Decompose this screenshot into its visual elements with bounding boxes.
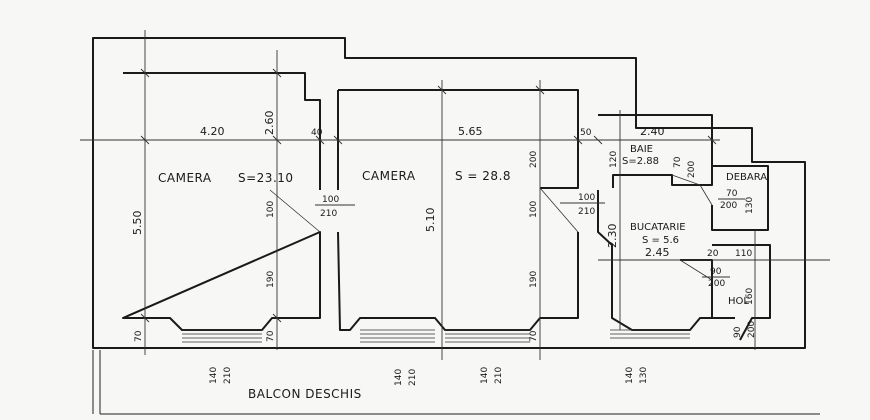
- dimension-ticks: [140, 68, 717, 323]
- svg-text:200: 200: [747, 321, 757, 338]
- dim-w565: 5.65: [458, 125, 483, 138]
- svg-text:100: 100: [322, 195, 339, 205]
- camera1-name: CAMERA: [158, 171, 212, 185]
- debara-door-swing: [699, 184, 713, 206]
- svg-text:210: 210: [320, 209, 337, 219]
- bucatarie-name: BUCATARIE: [630, 222, 686, 233]
- svg-text:100: 100: [578, 193, 595, 203]
- window1-fraction: 140 210: [209, 367, 233, 384]
- window2-sill: [360, 329, 435, 343]
- bucatarie-area: S = 5.6: [642, 235, 679, 246]
- dim-w110: 110: [735, 249, 752, 259]
- dim-w245: 2.45: [645, 246, 670, 259]
- svg-text:90: 90: [733, 326, 743, 338]
- dim-h550: 5.50: [131, 211, 144, 236]
- dim-h510: 5.10: [424, 208, 437, 233]
- svg-text:140: 140: [209, 367, 219, 384]
- hol-door-fraction: 90 200: [733, 321, 757, 338]
- hol-walls: [712, 244, 771, 341]
- door1-swing: [269, 189, 321, 233]
- svg-text:210: 210: [223, 367, 233, 384]
- baie-walls: [598, 114, 713, 188]
- svg-text:200: 200: [720, 201, 737, 211]
- dim-h120: 120: [609, 151, 619, 168]
- debara-door-fraction: 70 200 130: [718, 189, 755, 214]
- svg-text:140: 140: [480, 367, 490, 384]
- door2-swing: [539, 187, 579, 233]
- debara-name: DEBARA: [726, 172, 767, 183]
- door2-fraction: 100 210: [560, 193, 605, 217]
- baie-name: BAIE: [630, 144, 653, 155]
- baie-area: S=2.88: [622, 156, 659, 167]
- dim-w240: 2.40: [640, 125, 665, 138]
- svg-text:90: 90: [710, 267, 722, 277]
- bucatarie-door-fraction: 90 200: [702, 267, 730, 289]
- debara-walls: [711, 165, 769, 231]
- baie-door-swing: [671, 174, 701, 186]
- svg-text:70: 70: [726, 189, 738, 199]
- dim-w50: 50: [580, 128, 592, 138]
- dim-h70b: 70: [266, 330, 276, 342]
- camera1-area: S=23.10: [238, 171, 294, 185]
- balcon-label: BALCON DESCHIS: [248, 387, 362, 401]
- window4-sill: [610, 329, 690, 339]
- dim-h70a: 70: [134, 330, 144, 342]
- window1-sill: [182, 329, 262, 343]
- dim-h230: 2.30: [606, 224, 619, 249]
- svg-text:130: 130: [639, 367, 649, 384]
- hol-name: HOL: [728, 296, 749, 307]
- svg-text:140: 140: [625, 367, 635, 384]
- dim-h260: 2.60: [263, 111, 276, 136]
- dim-h100b: 100: [529, 201, 539, 218]
- baie-door-fraction: 70 200: [673, 156, 697, 178]
- svg-text:130: 130: [745, 197, 755, 214]
- dim-w420: 4.20: [200, 125, 225, 138]
- svg-text:210: 210: [578, 207, 595, 217]
- svg-text:140: 140: [394, 369, 404, 386]
- dim-h190b: 190: [529, 271, 539, 288]
- dim-h100a: 100: [266, 201, 276, 218]
- window2-fraction: 140 210: [394, 369, 418, 386]
- door1-fraction: 100 210: [315, 195, 355, 219]
- svg-text:210: 210: [494, 367, 504, 384]
- dim-w20: 20: [707, 249, 719, 259]
- dim-w40: 40: [311, 128, 323, 138]
- camera1-walls: [122, 72, 321, 331]
- window3-fraction: 140 210: [480, 367, 504, 384]
- camera2-area: S = 28.8: [455, 169, 511, 183]
- window4-fraction: 140 130: [625, 367, 649, 384]
- svg-text:200: 200: [687, 161, 697, 178]
- camera2-name: CAMERA: [362, 169, 416, 183]
- svg-text:70: 70: [673, 156, 683, 168]
- dim-h200a: 200: [529, 151, 539, 168]
- svg-text:210: 210: [408, 369, 418, 386]
- balcony-slab: [92, 350, 820, 415]
- dim-h160: 160: [745, 288, 755, 305]
- dim-h70c: 70: [529, 330, 539, 342]
- dim-h190a: 190: [266, 271, 276, 288]
- outer-building-outline: [92, 37, 806, 349]
- svg-text:200: 200: [708, 279, 725, 289]
- window3-sill: [445, 329, 530, 343]
